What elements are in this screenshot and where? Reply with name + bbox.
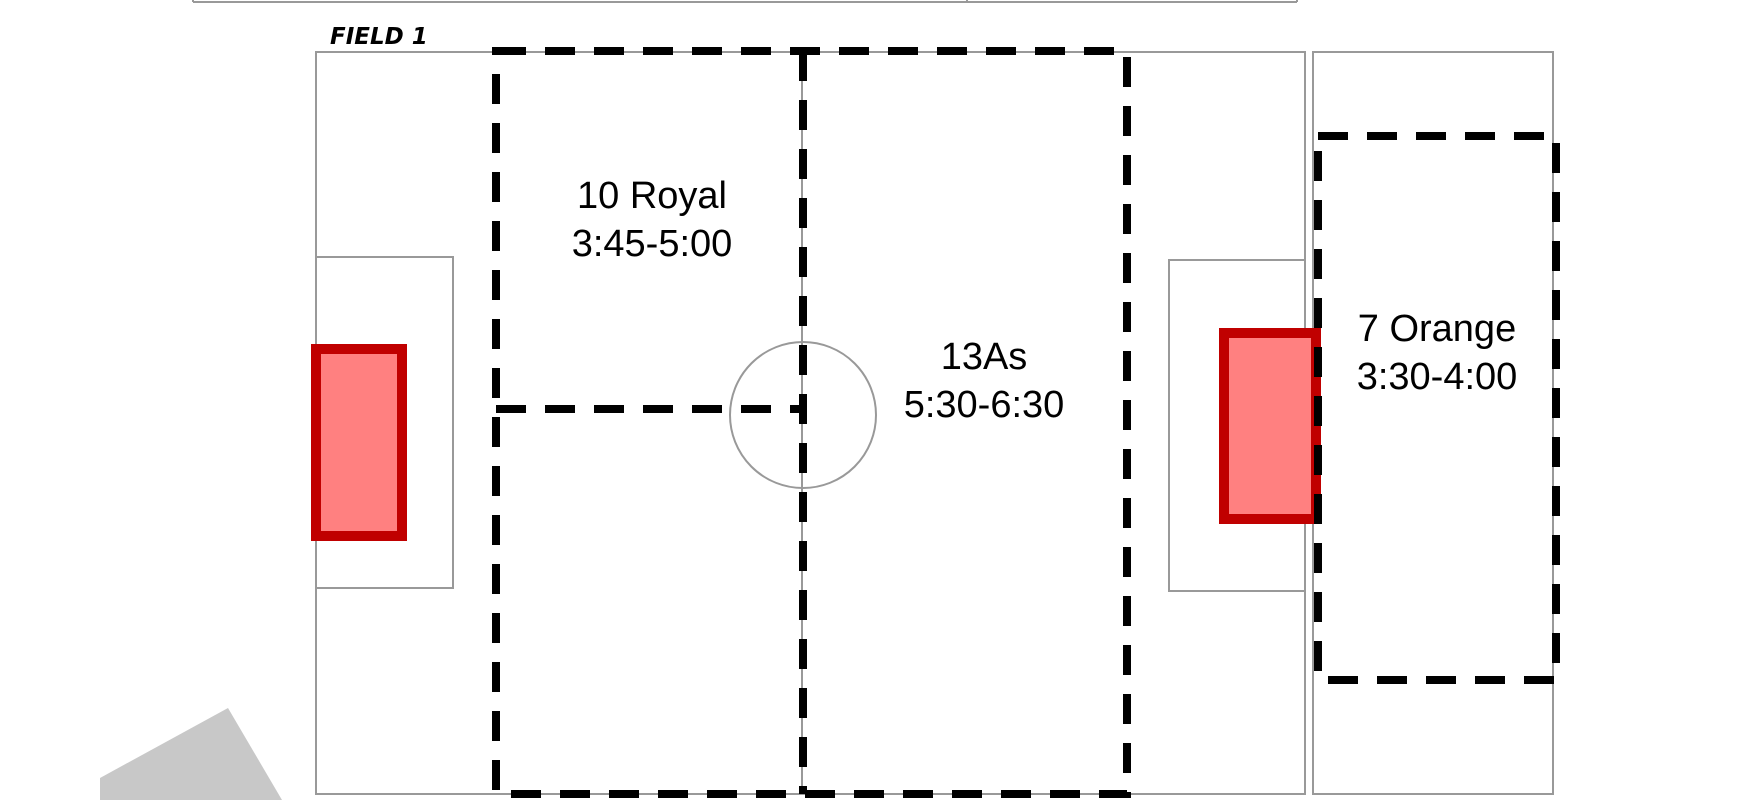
- zone-royal-name: 10 Royal: [577, 175, 727, 217]
- zone-royal-time: 3:45-5:00: [572, 223, 733, 265]
- field-label: FIELD 1: [330, 24, 428, 50]
- center-circle: [729, 341, 877, 489]
- zone-orange-name: 7 Orange: [1358, 308, 1516, 350]
- zone-border-orange: [1314, 132, 1560, 684]
- zone-orange-time: 3:30-4:00: [1357, 356, 1518, 398]
- zone-royal-label: 10 Royal 3:45-5:00: [572, 175, 733, 265]
- main-field: [315, 51, 1306, 795]
- zone-13as-label: 13As 5:30-6:30: [904, 336, 1065, 426]
- zone-13as-time: 5:30-6:30: [904, 384, 1065, 426]
- field-boundary: [315, 51, 1306, 795]
- gray-shape: [100, 708, 282, 800]
- left-goal: [311, 344, 407, 541]
- right-goal: [1219, 328, 1321, 524]
- zone-orange-label: 7 Orange 3:30-4:00: [1357, 308, 1518, 398]
- practice-zones: [492, 47, 1560, 798]
- zone-border-main: [492, 47, 1131, 798]
- zone-13as-name: 13As: [941, 336, 1028, 378]
- upper-field-edge: [192, 0, 1298, 3]
